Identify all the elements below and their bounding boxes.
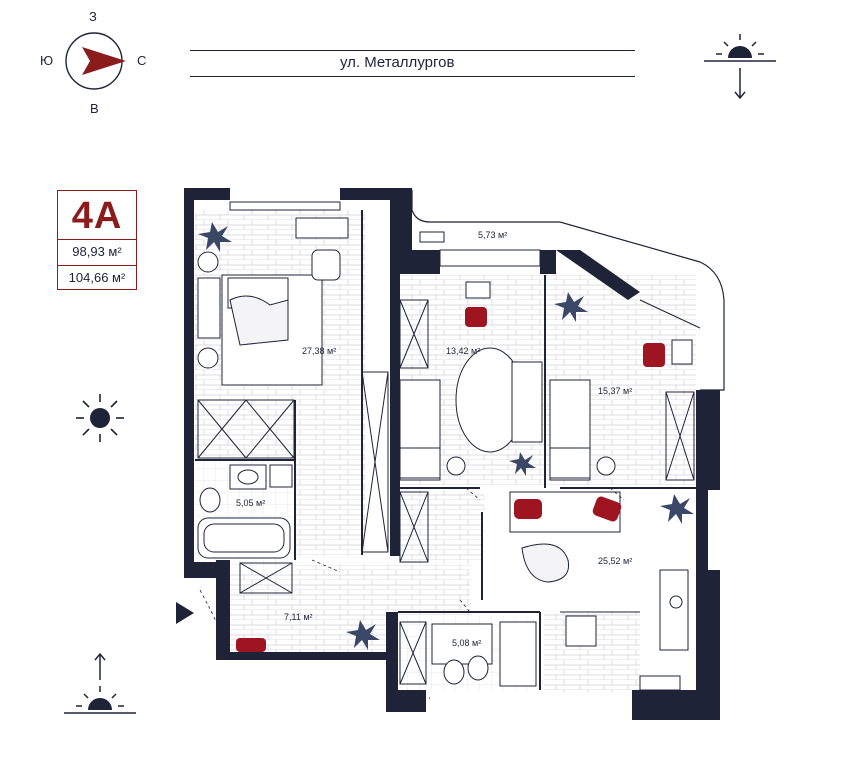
door-swings	[199, 487, 625, 631]
windows	[229, 201, 541, 267]
compass-south-label: В	[90, 101, 99, 116]
area-living-room: 25,52 м²	[598, 556, 633, 566]
unit-total-area: 104,66 м²	[68, 270, 126, 285]
area-balcony: 5,73 м²	[478, 230, 508, 240]
accent-furniture	[236, 307, 665, 652]
compass-west-label: Ю	[40, 53, 54, 68]
bed-middle	[399, 281, 543, 481]
area-bedroom-master: 27,38 м²	[302, 346, 337, 356]
area-bedroom-right: 15,37 м²	[598, 386, 633, 396]
bathroom-center-fixtures	[404, 621, 537, 699]
entrance-arrow-icon	[176, 602, 194, 624]
street-name: ул. Металлургов	[340, 54, 455, 71]
area-hallway: 7,11 м²	[284, 612, 313, 622]
sunset-icon	[704, 34, 776, 100]
compass-north-label: З	[89, 9, 97, 24]
unit-living-area: 98,93 м²	[72, 244, 122, 259]
sun-icon	[76, 394, 124, 442]
unit-divider	[58, 265, 136, 266]
balcony-outline	[411, 190, 725, 391]
area-bedroom-middle: 13,42 м²	[446, 346, 481, 356]
area-bathroom-center: 5,08 м²	[452, 638, 482, 648]
floor-plan	[184, 188, 725, 720]
street-line-bottom	[190, 76, 635, 77]
area-bathroom-left: 5,05 м²	[236, 498, 266, 508]
compass-icon	[65, 32, 126, 90]
bed-master	[197, 217, 349, 386]
unit-info-box: 4А 98,93 м² 104,66 м²	[57, 190, 137, 290]
wardrobes	[197, 299, 695, 685]
walls	[184, 188, 720, 720]
compass-east-label: С	[137, 53, 147, 68]
street-line-top	[190, 50, 635, 51]
sunrise-icon	[64, 652, 136, 714]
unit-divider	[58, 239, 136, 240]
unit-code: 4А	[71, 195, 123, 237]
bed-right	[549, 339, 693, 481]
bathroom-left-fixtures	[197, 464, 293, 559]
balcony-rail	[639, 299, 701, 329]
plant-icon	[198, 222, 694, 650]
